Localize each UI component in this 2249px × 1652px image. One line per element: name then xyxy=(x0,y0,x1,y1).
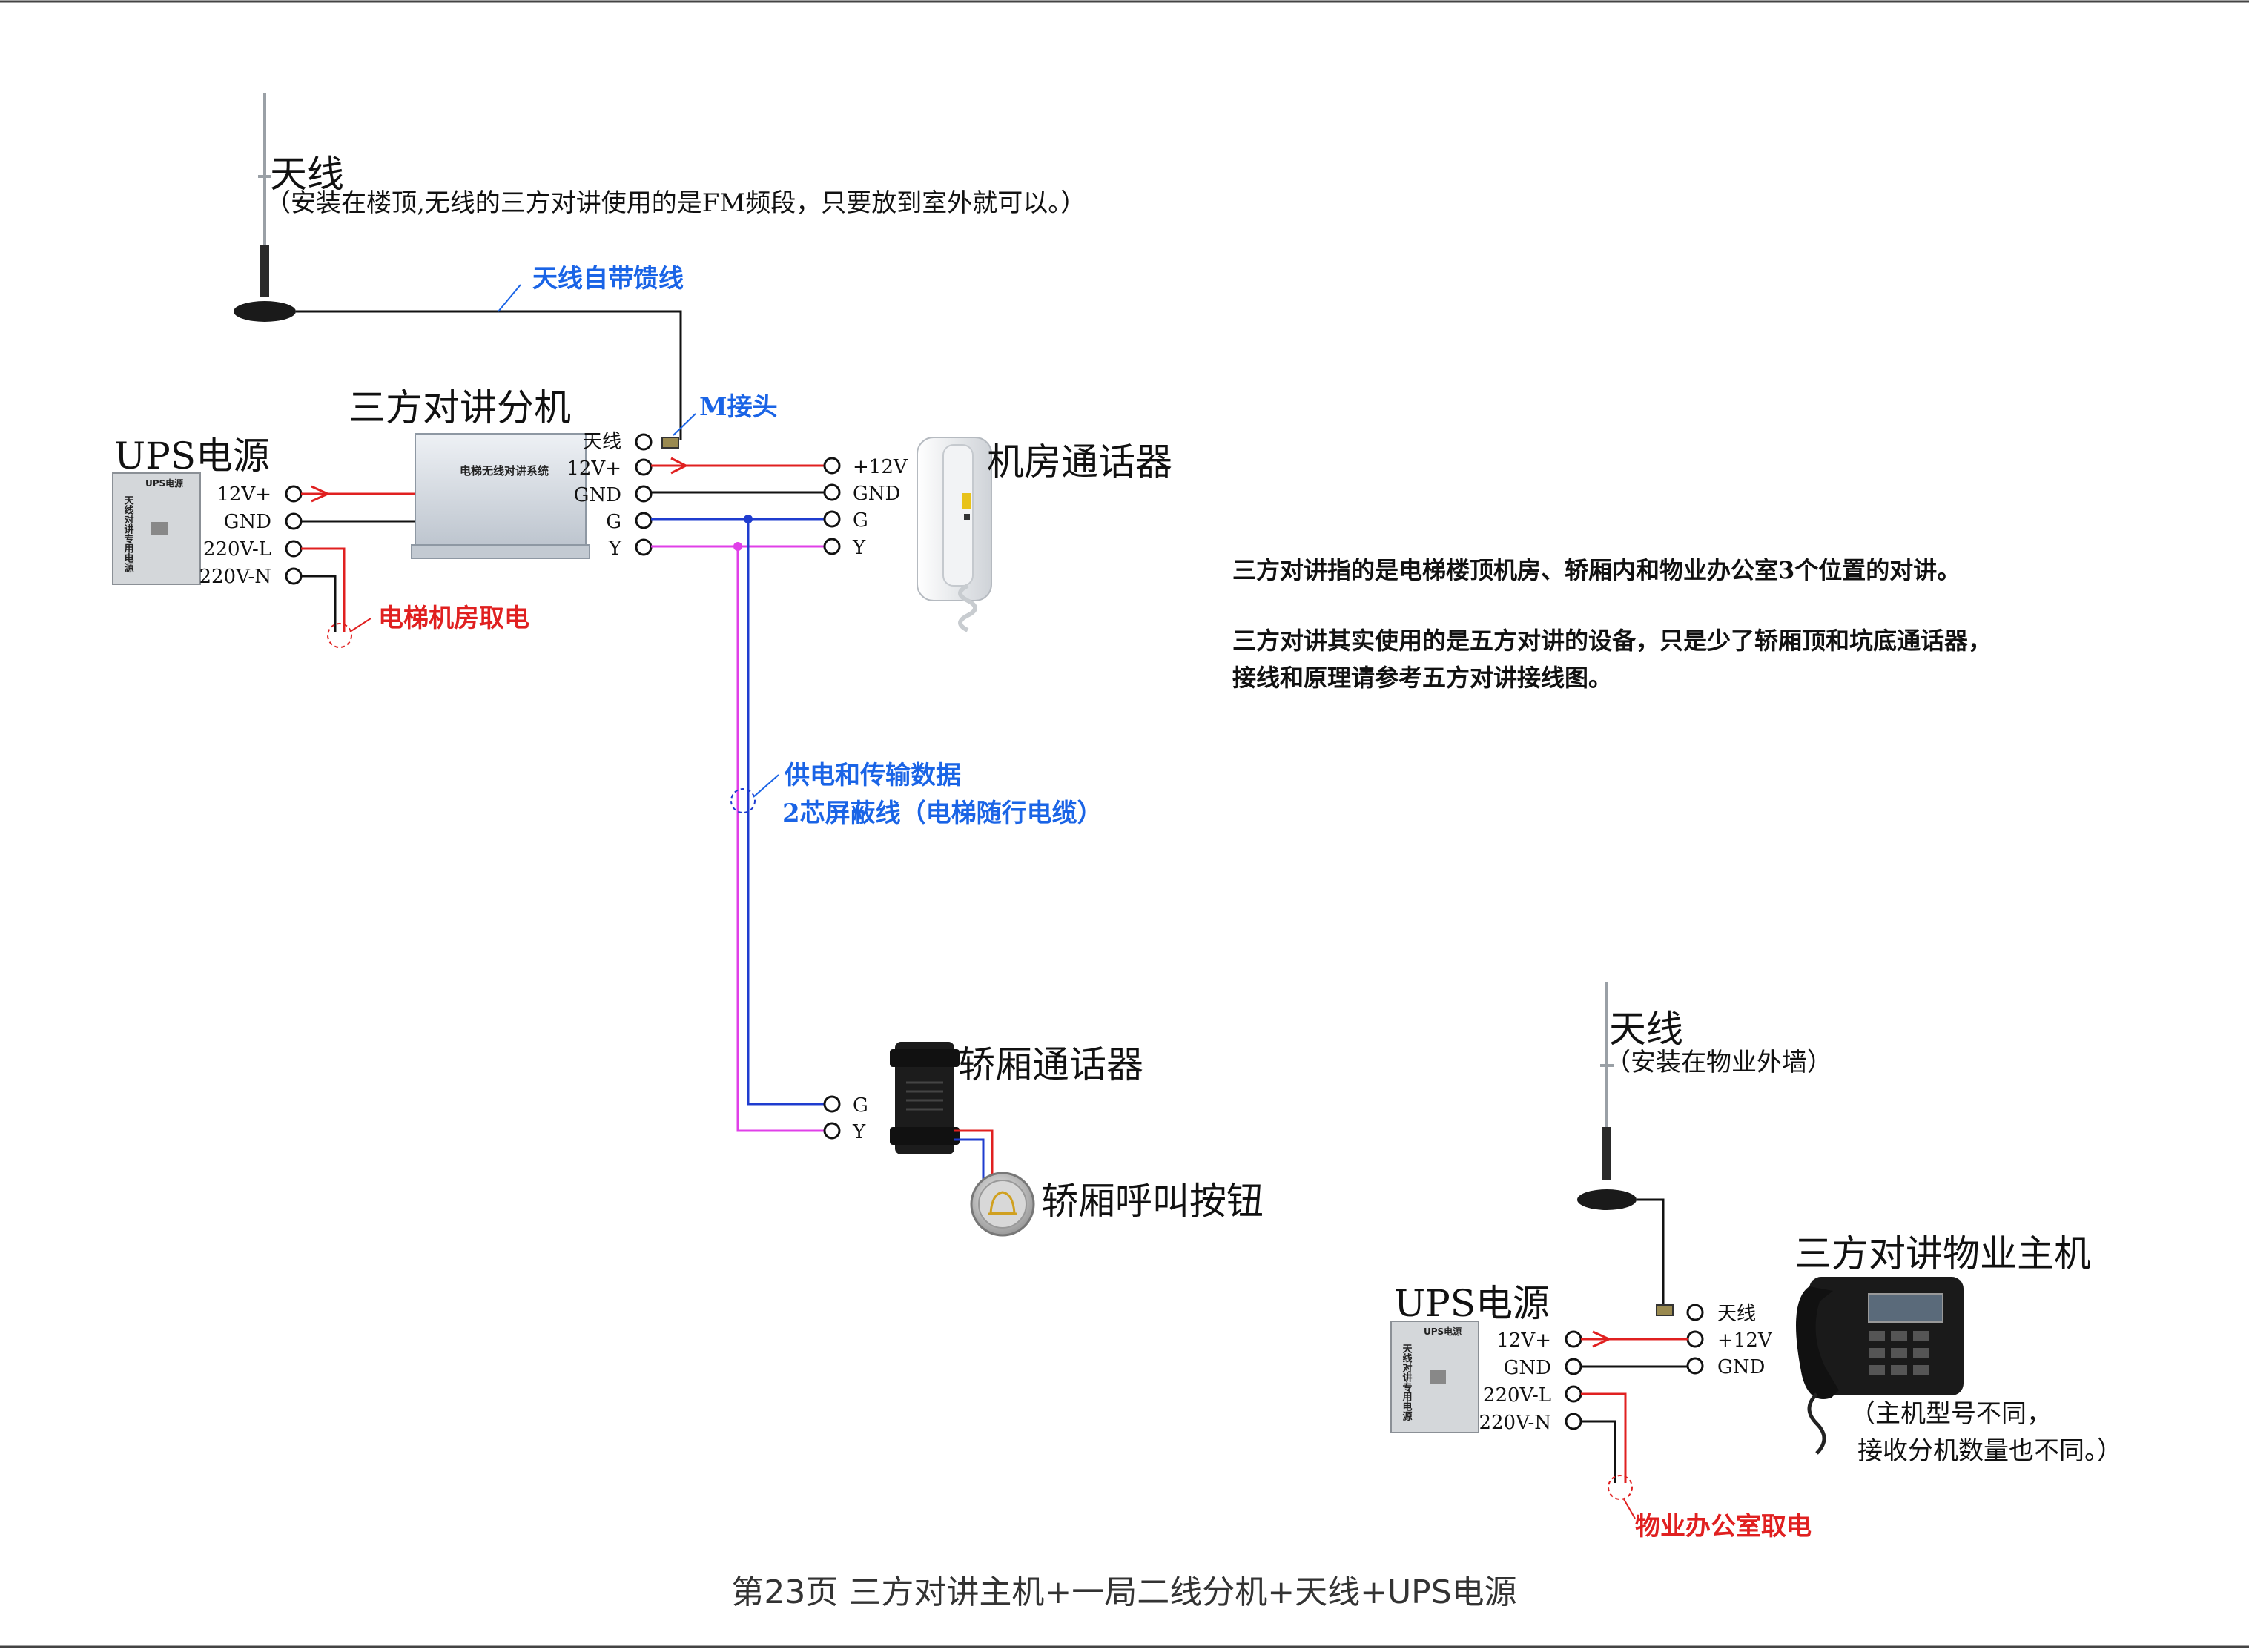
splitter-panel-text: 电梯无线对讲系统 xyxy=(460,464,549,478)
host-terminal-antenna: 天线 xyxy=(1717,1303,1756,1325)
ups-bottom-brand: UPS电源 xyxy=(1424,1326,1462,1337)
phone-terminal-12v: +12V xyxy=(853,456,908,478)
car-phone-terminals: G Y xyxy=(823,1094,868,1143)
cable-label-line2: 2芯屏蔽线（电梯随行电缆） xyxy=(782,799,1103,828)
ups-bottom-title: UPS电源 xyxy=(1394,1282,1550,1325)
host-terminal-gnd: GND xyxy=(1717,1356,1765,1378)
bottom-antenna-title: 天线 xyxy=(1609,1008,1683,1051)
ups-top-terminal-12v: 12V+ xyxy=(217,483,271,506)
ups-bottom-wires xyxy=(1581,1330,1688,1500)
splitter-phone-wires xyxy=(651,457,825,551)
machine-room-terminals: +12V GND G Y xyxy=(823,456,908,559)
ups-top-terminal-220n: 220V-N xyxy=(199,566,271,588)
host-note-line1: （主机型号不同， xyxy=(1850,1399,2052,1429)
page-footer: 第23页 三方对讲主机+一局二线分机+天线+UPS电源 xyxy=(731,1573,1516,1611)
feed-label-leader xyxy=(498,284,521,312)
ups-bottom-terminal-12v: 12V+ xyxy=(1496,1329,1551,1352)
m-connector-label: M接头 xyxy=(699,392,778,422)
machine-room-phone-icon xyxy=(917,437,992,632)
machine-room-phone-title: 机房通话器 xyxy=(987,440,1172,483)
ups-bottom-terminal-gnd: GND xyxy=(1504,1357,1551,1379)
host-phone-icon xyxy=(1796,1277,1964,1455)
bottom-antenna-feed xyxy=(1637,1198,1665,1305)
ups-top-terminal-gnd: GND xyxy=(224,511,271,533)
car-phone-terminal-g: G xyxy=(853,1094,868,1117)
phone-terminal-g: G xyxy=(853,509,868,532)
m-connector-icon xyxy=(661,437,679,449)
host-note-line2: 接收分机数量也不同。） xyxy=(1857,1436,2122,1466)
ups-top-terminal-220l: 220V-L xyxy=(203,538,271,561)
car-button-title: 轿厢呼叫按钮 xyxy=(1041,1180,1264,1223)
ups-bottom-panel-text: 天线对讲专用电源 xyxy=(1401,1344,1413,1421)
ups-top-power-leader xyxy=(349,618,371,632)
splitter-terminals: 天线 12V+ GND G Y xyxy=(567,431,653,560)
splitter-terminal-gnd: GND xyxy=(574,484,621,506)
note-line-1: 三方对讲指的是电梯楼顶机房、轿厢内和物业办公室3个位置的对讲。 xyxy=(1232,556,1961,584)
top-antenna-icon xyxy=(234,93,296,322)
bottom-antenna-subtitle: （安装在物业外墙） xyxy=(1605,1048,1832,1077)
ups-bottom-terminals: 12V+ GND 220V-L 220V-N xyxy=(1479,1329,1582,1434)
phone-terminal-gnd: GND xyxy=(853,483,900,505)
top-antenna-subtitle: （安装在楼顶,无线的三方对讲使用的是FM频段，只要放到室外就可以。） xyxy=(265,188,1086,218)
phone-terminal-y: Y xyxy=(852,537,866,559)
cable-label-leader xyxy=(753,774,779,798)
car-button-wires xyxy=(954,1129,994,1186)
m-connector-leader xyxy=(673,413,696,436)
travel-cable xyxy=(730,519,825,1132)
ups-bottom-power-label: 物业办公室取电 xyxy=(1635,1512,1812,1542)
bottom-m-connector-icon xyxy=(1656,1304,1674,1316)
ups-top-panel-text: 天线对讲专用电源 xyxy=(122,495,135,573)
note-line-3: 接线和原理请参考五方对讲接线图。 xyxy=(1232,664,1612,692)
bottom-antenna-icon xyxy=(1577,982,1637,1210)
ups-top-wires xyxy=(301,485,415,648)
splitter-title: 三方对讲分机 xyxy=(349,386,571,429)
note-line-2: 三方对讲其实使用的是五方对讲的设备，只是少了轿厢顶和坑底通话器， xyxy=(1232,627,1992,655)
ups-bottom-terminal-220l: 220V-L xyxy=(1483,1384,1551,1407)
ups-bottom-terminal-220n: 220V-N xyxy=(1479,1412,1551,1434)
top-antenna-title: 天线 xyxy=(270,153,344,196)
ups-top-device: UPS电源 天线对讲专用电源 xyxy=(112,472,201,585)
ups-top-title: UPS电源 xyxy=(114,435,270,478)
splitter-terminal-y: Y xyxy=(608,538,622,560)
ups-bottom-power-leader xyxy=(1623,1499,1636,1519)
bell-icon xyxy=(970,1172,1035,1237)
splitter-terminal-g: G xyxy=(606,511,621,533)
ups-bottom-device: UPS电源 天线对讲专用电源 xyxy=(1390,1321,1479,1433)
host-terminals: 天线 +12V GND xyxy=(1686,1303,1773,1378)
antenna-feed-line xyxy=(296,310,682,440)
car-phone-terminal-y: Y xyxy=(852,1121,866,1143)
feed-label: 天线自带馈线 xyxy=(532,264,684,294)
car-phone-icon xyxy=(890,1042,960,1154)
ups-top-terminals: 12V+ GND 220V-L 220V-N xyxy=(199,483,303,588)
splitter-terminal-12v: 12V+ xyxy=(567,457,621,480)
ups-top-power-label: 电梯机房取电 xyxy=(378,604,529,633)
cable-label-line1: 供电和传输数据 xyxy=(784,761,961,790)
splitter-terminal-antenna: 天线 xyxy=(583,431,621,453)
host-title: 三方对讲物业主机 xyxy=(1794,1232,2091,1275)
car-phone-title: 轿厢通话器 xyxy=(958,1043,1143,1086)
ups-top-brand: UPS电源 xyxy=(145,478,183,489)
splitter-device: 电梯无线对讲系统 xyxy=(411,433,590,559)
host-terminal-12v: +12V xyxy=(1717,1329,1773,1352)
